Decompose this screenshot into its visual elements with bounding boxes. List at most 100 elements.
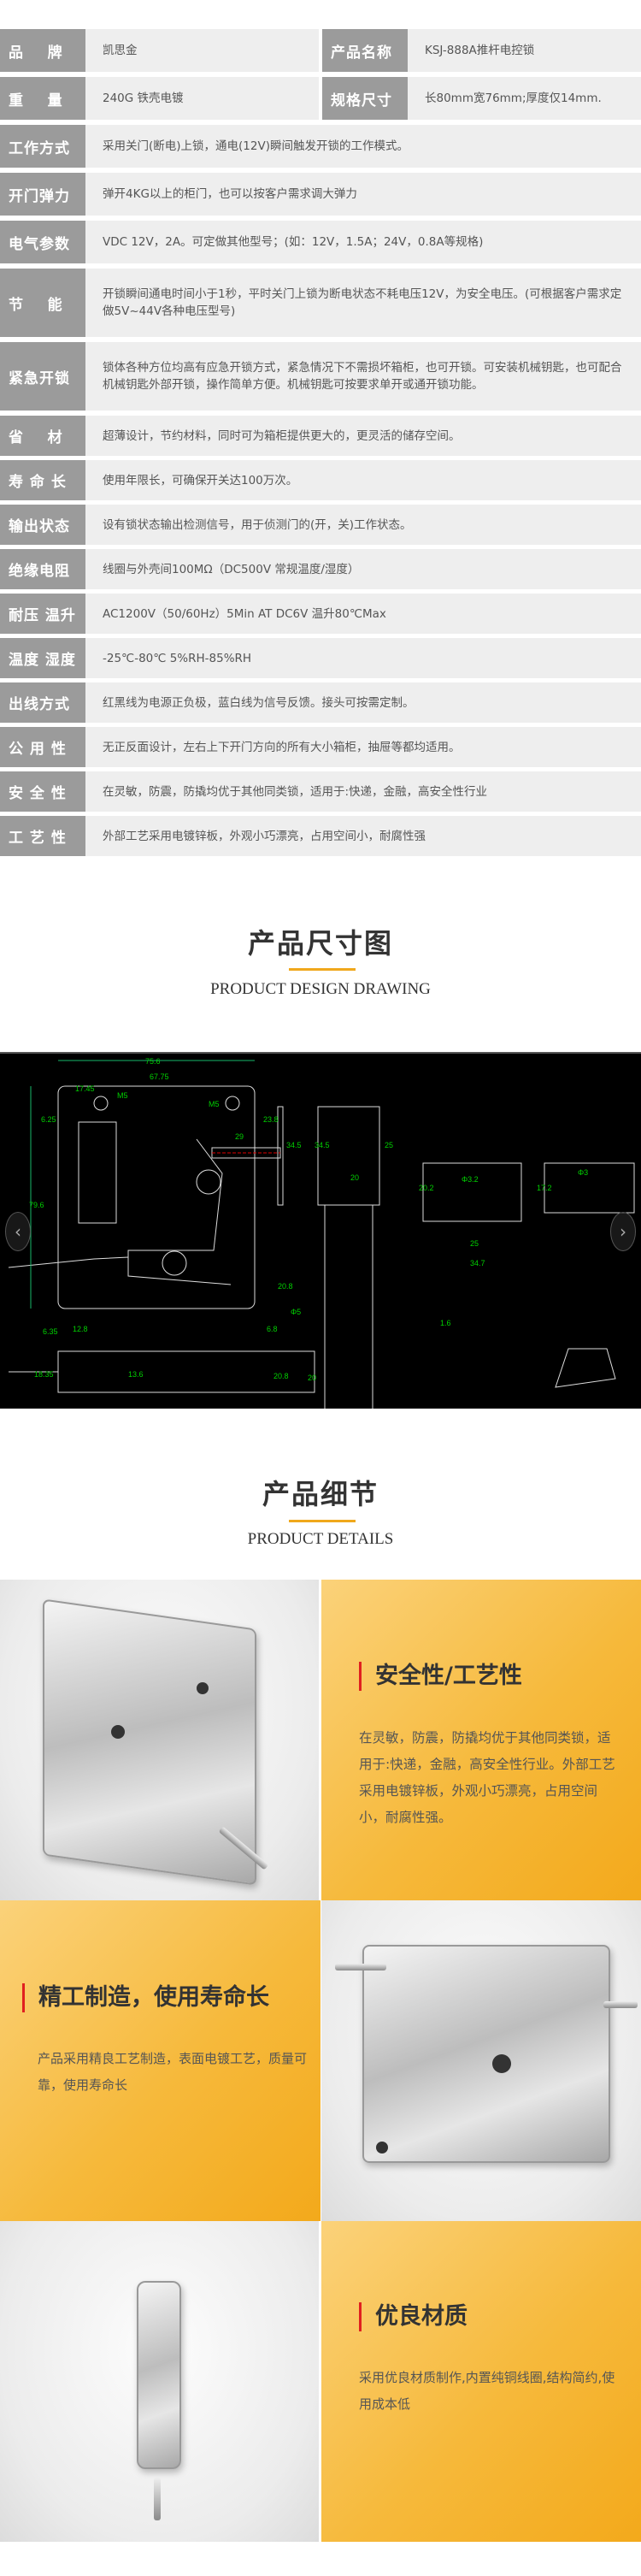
pivot [162,1250,187,1276]
title-underline [289,968,356,971]
spec-value: AC1200V（50/60Hz）5Min AT DC6V 温升80℃Max [85,594,641,634]
spec-row: 省 材超薄设计，节约材料，同时可为箱柜提供更大的，更灵活的储存空间。 [0,416,641,456]
dimension-label: 13.6 [128,1370,144,1379]
dimension-label: 34.7 [470,1259,485,1267]
dimension-label: 17.2 [537,1184,552,1192]
spec-label: 寿 命 长 [0,460,85,500]
drawing-section-title: 产品尺寸图 [247,927,393,960]
dimension-label: 20.8 [273,1372,289,1380]
spec-value: 锁体各种方位均高有应急开锁方式，紧急情况下不需损坏箱柜，也可开锁。可安装机械钥匙… [85,342,641,411]
dimension-label: 6.25 [41,1115,56,1124]
dimension-label: 1.6 [440,1319,451,1327]
spec-value: 采用关门(断电)上锁，通电(12V)瞬间触发开锁的工作模式。 [85,125,641,168]
spec-value: 凯思金 [85,29,319,72]
spec-label: 节 能 [0,269,85,337]
chevron-left-icon[interactable]: ‹ [5,1212,31,1251]
pivot [196,1169,221,1195]
spec-value: VDC 12V，2A。可定做其他型号；(如：12V，1.5A；24V，0.8A等… [85,221,641,263]
spec-value: 240G 铁壳电镀 [85,77,319,120]
spec-label: 品 牌 [0,29,85,72]
spec-label: 工 艺 性 [0,816,85,856]
spec-label: 省 材 [0,416,85,456]
dimension-label: Φ3.2 [462,1175,479,1184]
plate [277,1106,284,1206]
spec-label: 输出状态 [0,505,85,545]
details-section-subtitle: PRODUCT DETAILS [247,1530,394,1548]
spec-row: 工 艺 性外部工艺采用电镀锌板，外观小巧漂亮，占用空间小，耐腐性强 [0,816,641,856]
spec-value: 在灵敏，防震，防撬均优于其他同类锁，适用于:快递，金融，高安全性行业 [85,771,641,812]
spec-label: 安 全 性 [0,771,85,812]
lock-outline [57,1085,256,1309]
spec-value: 红黑线为电源正负极，蓝白线为信号反馈。接头可按需定制。 [85,682,641,723]
panel-title: 精工制造，使用寿命长 [22,1983,269,2012]
spec-cell-pair: 品 牌凯思金 [0,29,319,72]
mount-hole [225,1096,240,1111]
dimension-label: Φ5 [291,1308,301,1316]
product-photo-back [321,1900,641,2221]
dimension-label: 25 [385,1141,393,1149]
spec-row: 寿 命 长使用年限长，可确保开关达100万次。 [0,460,641,500]
spec-row: 绝缘电阻线圈与外壳间100MΩ（DC500V 常规温度/湿度） [0,549,641,589]
spec-value: 长80mm宽76mm;厚度仅14mm. [408,77,641,120]
mount-hole [93,1096,109,1111]
dimension-label: 23.8 [263,1115,279,1124]
spec-value: 使用年限长，可确保开关达100万次。 [85,460,641,500]
spec-label: 重 量 [0,77,85,120]
spec-value: KSJ-888A推杆电控锁 [408,29,641,72]
spec-label: 电气参数 [0,221,85,263]
spec-value: 无正反面设计，左右上下开门方向的所有大小箱柜，抽屉等都均适用。 [85,727,641,767]
details-section-title: 产品细节 [262,1478,379,1510]
strike-plate [422,1162,522,1222]
spec-value: 弹开4KG以上的柜门，也可以按客户需求调大弹力 [85,173,641,216]
panel-body: 采用优良材质制作,内置纯铜线圈,结构简约,使用成本低 [359,2370,615,2412]
dimension-label: 79.6 [29,1201,44,1209]
strike-side [544,1162,635,1214]
spec-cell-pair: 规格尺寸长80mm宽76mm;厚度仅14mm. [322,77,641,120]
detail-panel-craft: 精工制造，使用寿命长 产品采用精良工艺制造，表面电镀工艺，质量可靠，使用寿命长 [0,1900,320,2221]
dimension-label: 20.2 [419,1184,434,1192]
dimension-label: 12.8 [73,1325,88,1333]
spec-label: 绝缘电阻 [0,549,85,589]
product-photo-front [0,1580,319,1900]
spec-row: 开门弹力弹开4KG以上的柜门，也可以按客户需求调大弹力 [0,173,641,216]
spec-value: 外部工艺采用电镀锌板，外观小巧漂亮，占用空间小，耐腐性强 [85,816,641,856]
latch-arm [127,1138,232,1285]
spec-value: 开锁瞬间通电时间小于1秒，平时关门上锁为断电状态不耗电压12V，为安全电压。(可… [85,269,641,337]
spec-value: 超薄设计，节约材料，同时可为箱柜提供更大的，更灵活的储存空间。 [85,416,641,456]
dimension-label: 34.5 [286,1141,302,1149]
spec-label: 耐压 温升 [0,594,85,634]
product-photo-side [0,2221,319,2542]
chevron-right-icon[interactable]: › [610,1212,636,1251]
detail-panel-material: 优良材质 采用优良材质制作,内置纯铜线圈,结构简约,使用成本低 [321,2221,641,2542]
spec-row: 输出状态设有锁状态输出检测信号，用于侦测门的(开，关)工作状态。 [0,505,641,545]
panel-title: 优良材质 [359,2302,468,2331]
bracket-arm [324,1204,373,1411]
dimension-label: 75.6 [145,1057,161,1066]
spec-row: 公 用 性无正反面设计，左右上下开门方向的所有大小箱柜，抽屉等都均适用。 [0,727,641,767]
drawing-section-subtitle: PRODUCT DESIGN DRAWING [210,980,431,998]
title-underline [289,1520,356,1522]
dimension-label: 20 [308,1374,316,1382]
spec-row: 出线方式红黑线为电源正负极，蓝白线为信号反馈。接头可按需定制。 [0,682,641,723]
spec-label: 工作方式 [0,125,85,168]
solenoid-outline [78,1121,117,1224]
spec-value: 设有锁状态输出检测信号，用于侦测门的(开，关)工作状态。 [85,505,641,545]
spec-label: 公 用 性 [0,727,85,767]
spec-row: 安 全 性在灵敏，防震，防撬均优于其他同类锁，适用于:快递，金融，高安全性行业 [0,771,641,812]
dimension-label: 6.35 [43,1327,58,1336]
spec-row: 紧急开锁锁体各种方位均高有应急开锁方式，紧急情况下不需损坏箱柜，也可开锁。可安装… [0,342,641,411]
dimension-label: 6.8 [267,1325,278,1333]
dimension-label: 20 [350,1173,359,1182]
dimension-label: 34.5 [315,1141,330,1149]
spec-value: -25℃-80℃ 5%RH-85%RH [85,638,641,678]
dimension-label: 25 [470,1239,479,1248]
